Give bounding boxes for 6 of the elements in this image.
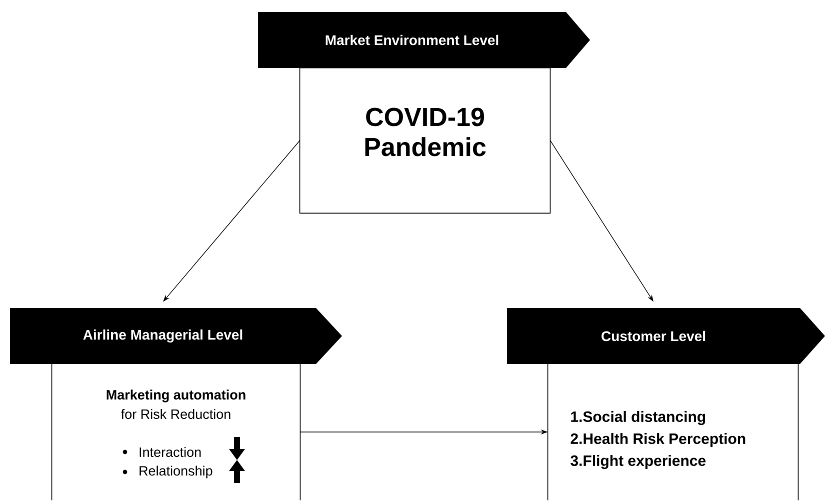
content-box: 1.Social distancing 2.Health Risk Perception 3.Flight experience bbox=[547, 363, 799, 501]
node-label: Relationship bbox=[140, 466, 212, 478]
node-label: for Risk Reduction bbox=[121, 409, 230, 419]
node-label: Interaction bbox=[140, 447, 201, 457]
node-label: Marketing automation bbox=[106, 390, 246, 402]
content-box: Marketing automation for Risk Reduction Interaction Relationship bbox=[51, 363, 301, 501]
